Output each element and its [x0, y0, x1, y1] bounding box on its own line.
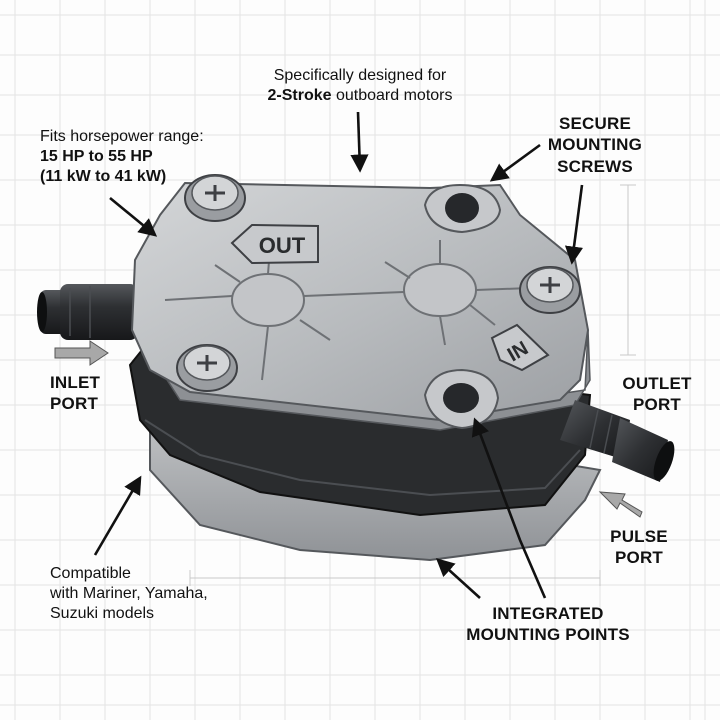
screws-line1: SECURE [558, 114, 632, 133]
inlet-line2: PORT [50, 394, 99, 414]
mounting-points-line1: INTEGRATED [492, 604, 604, 623]
outlet-line2: PORT [632, 395, 682, 415]
compatible-line1: Compatible [50, 565, 131, 582]
secure-mounting-screws-label: SECURE MOUNTING SCREWS [540, 113, 650, 177]
flow-direction-arrow-icon [54, 340, 109, 366]
designed-line2: outboard motors [331, 87, 453, 104]
horsepower-label: Fits horsepower range: 15 HP to 55 HP (1… [40, 127, 204, 187]
screws-line2: MOUNTING [547, 135, 643, 155]
mounting-points-line2: MOUNTING POINTS [466, 625, 630, 645]
horsepower-range: 15 HP to 55 HP [40, 148, 153, 165]
mounting-hole-icon [423, 368, 500, 430]
integrated-mounting-points-label: INTEGRATED MOUNTING POINTS [448, 603, 648, 646]
out-label: OUT [259, 233, 306, 258]
callout-arrows [93, 111, 584, 599]
in-marking: IN [490, 323, 550, 372]
dimension-lines [189, 184, 636, 586]
inlet-fitting [37, 284, 138, 340]
outlet-line1: OUTLET [622, 374, 692, 393]
mounting-hole-icon [423, 183, 502, 234]
outlet-fitting [560, 400, 675, 482]
outlet-port-label: OUTLET PORT [612, 373, 702, 416]
compatible-line2: with Mariner, Yamaha, [50, 585, 208, 602]
kilowatt-range: (11 kW to 41 kW) [40, 168, 167, 185]
pulse-line2: PORT [614, 548, 664, 568]
flow-direction-arrow-icon [598, 491, 643, 518]
inlet-line1: INLET [50, 373, 101, 392]
horsepower-line1: Fits horsepower range: [40, 128, 204, 145]
stroke-type: 2-Stroke [267, 87, 332, 104]
phillips-screw-icon [176, 344, 238, 392]
pulse-line1: PULSE [610, 527, 668, 546]
compatible-label: Compatible with Mariner, Yamaha, Suzuki … [50, 564, 208, 624]
compatible-line3: Suzuki models [50, 605, 155, 622]
inlet-port-label: INLET PORT [50, 372, 100, 415]
phillips-screw-icon [519, 266, 581, 314]
screws-line3: SCREWS [557, 156, 633, 176]
pulse-port-label: PULSE PORT [594, 526, 684, 569]
designed-line1: Specifically designed for [273, 67, 447, 84]
out-marking: OUT [230, 223, 319, 265]
designed-for-label: Specifically designed for 2-Stroke outbo… [240, 66, 480, 106]
phillips-screw-icon [184, 174, 246, 222]
